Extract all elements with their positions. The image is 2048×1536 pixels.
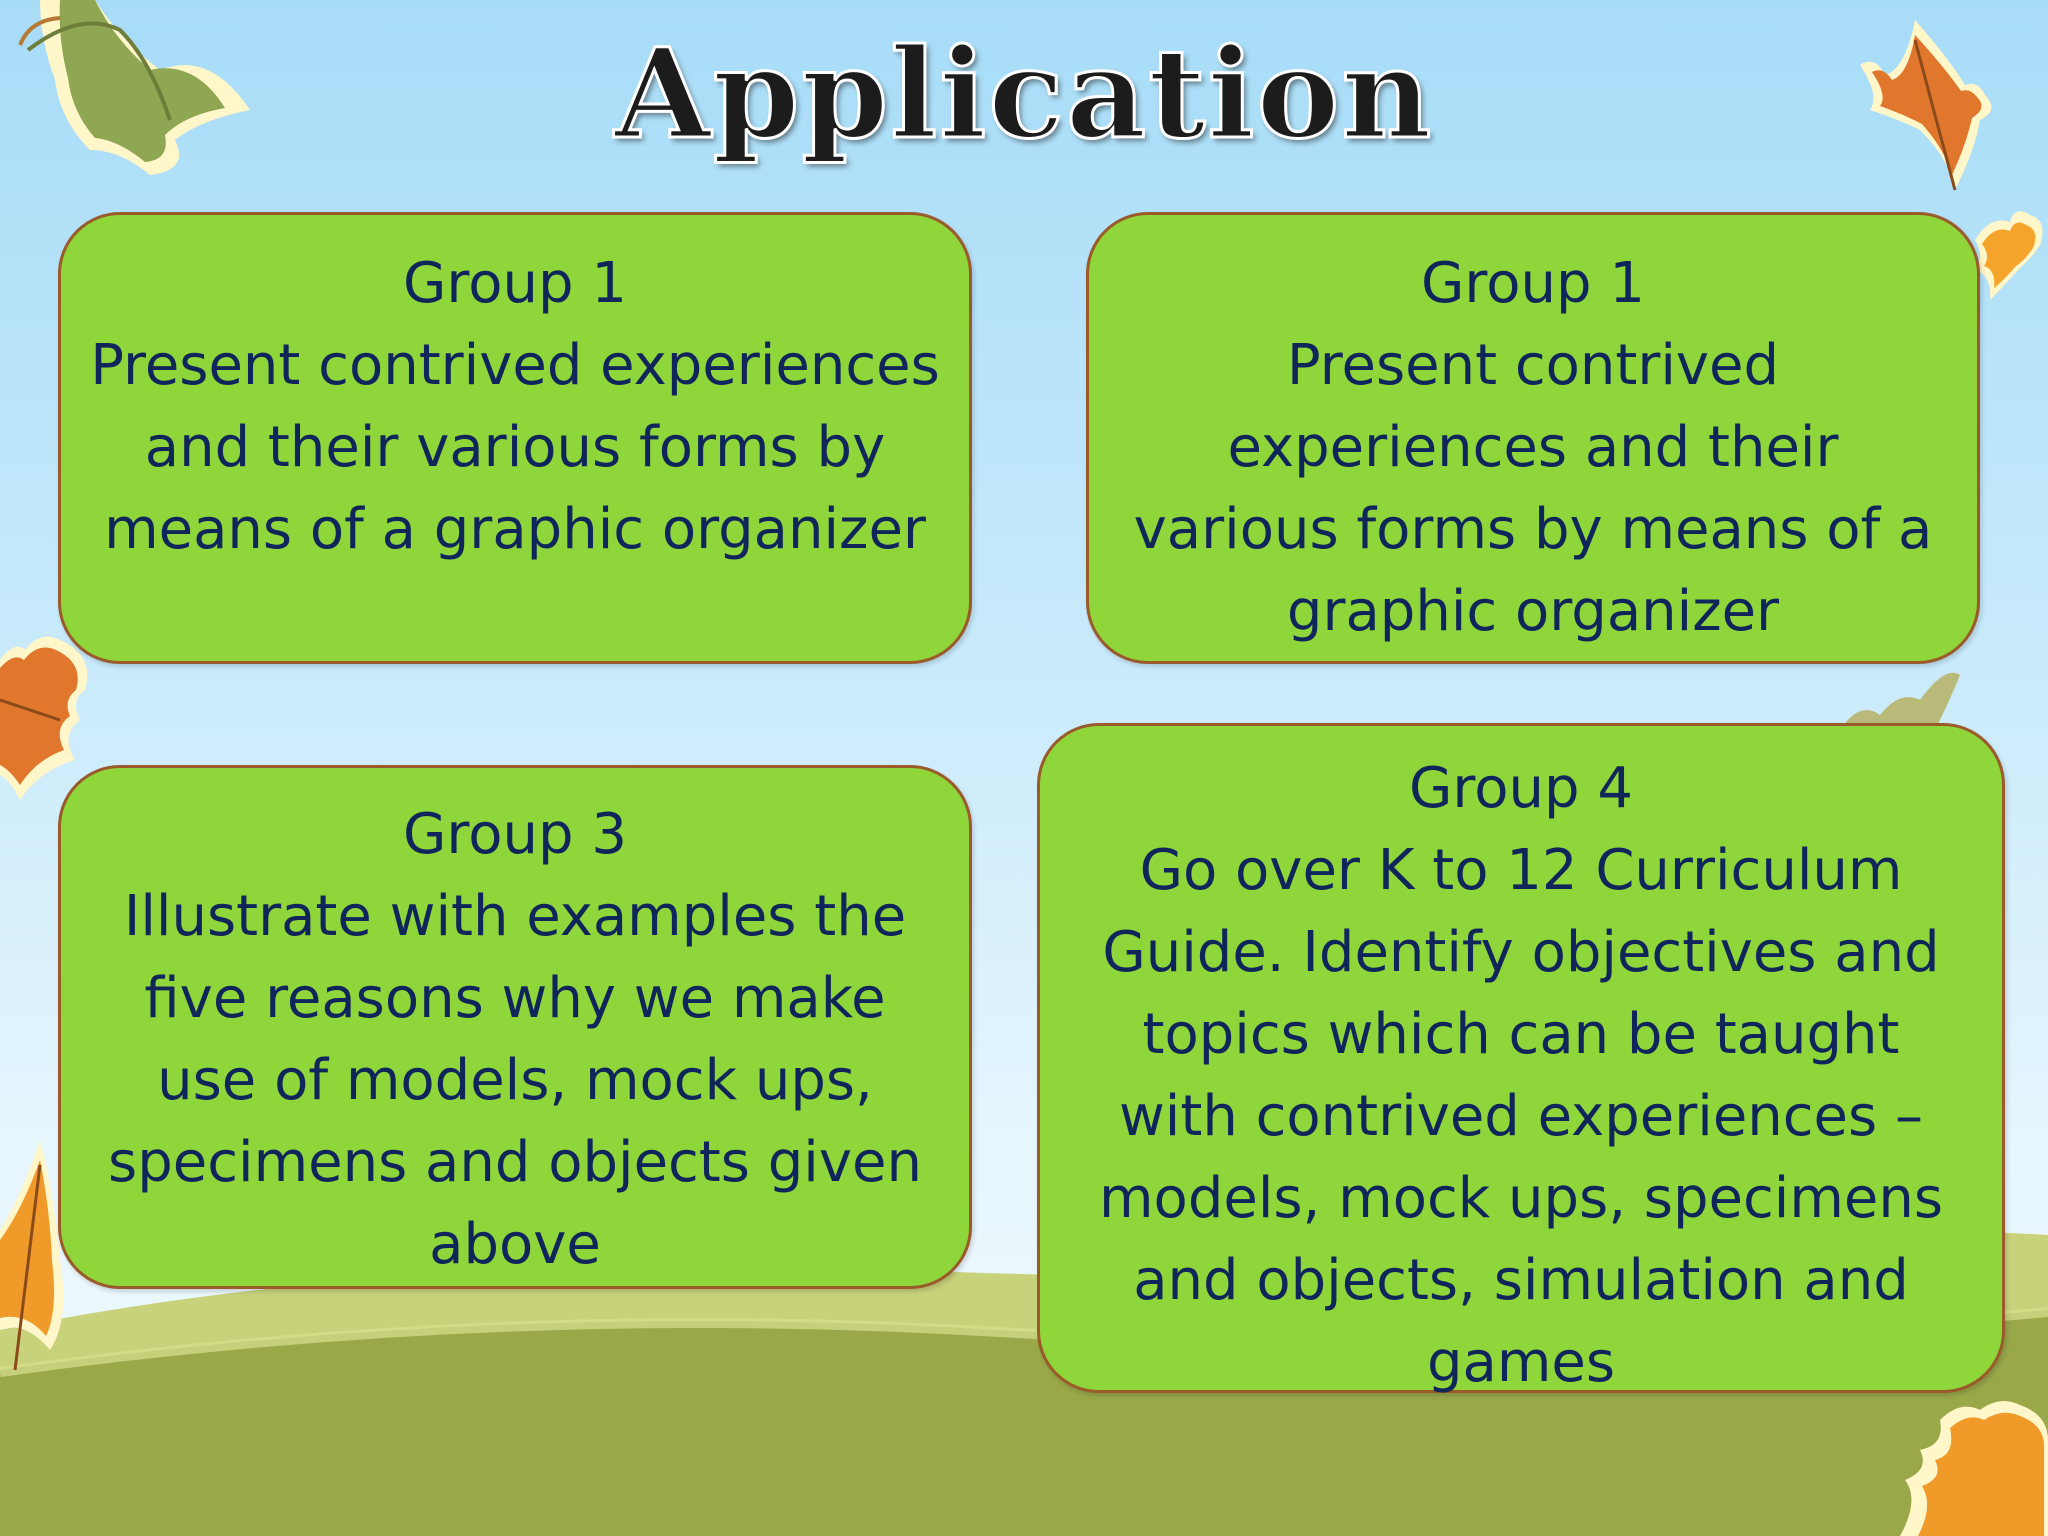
maple-leaf-icon bbox=[0, 636, 88, 800]
slide-title: Application bbox=[613, 21, 1434, 169]
group-heading: Group 1 bbox=[403, 251, 627, 316]
maple-leaf-icon bbox=[1975, 211, 2043, 300]
group-task: Present contrived experiences and their … bbox=[90, 333, 940, 562]
group-card: Group 1 Present contrived experiences an… bbox=[58, 212, 972, 664]
group-card: Group 1 Present contrived experiences an… bbox=[1086, 212, 1980, 664]
maple-leaf-icon bbox=[1860, 20, 1992, 191]
green-leaf-icon bbox=[1840, 672, 1960, 730]
group-heading: Group 4 bbox=[1409, 756, 1633, 821]
maple-leaf-icon bbox=[1900, 1401, 2048, 1536]
group-task: Illustrate with examples the five reason… bbox=[108, 884, 922, 1277]
group-heading: Group 3 bbox=[403, 802, 627, 867]
green-leaf-icon bbox=[18, 0, 250, 175]
group-card: Group 3 Illustrate with examples the fiv… bbox=[58, 765, 972, 1289]
group-task: Present contrived experiences and their … bbox=[1133, 333, 1933, 644]
maple-leaf-icon bbox=[0, 1140, 64, 1371]
group-task: Go over K to 12 Curriculum Guide. Identi… bbox=[1099, 838, 1943, 1395]
group-heading: Group 1 bbox=[1421, 251, 1645, 316]
group-card: Group 4 Go over K to 12 Curriculum Guide… bbox=[1037, 723, 2005, 1395]
